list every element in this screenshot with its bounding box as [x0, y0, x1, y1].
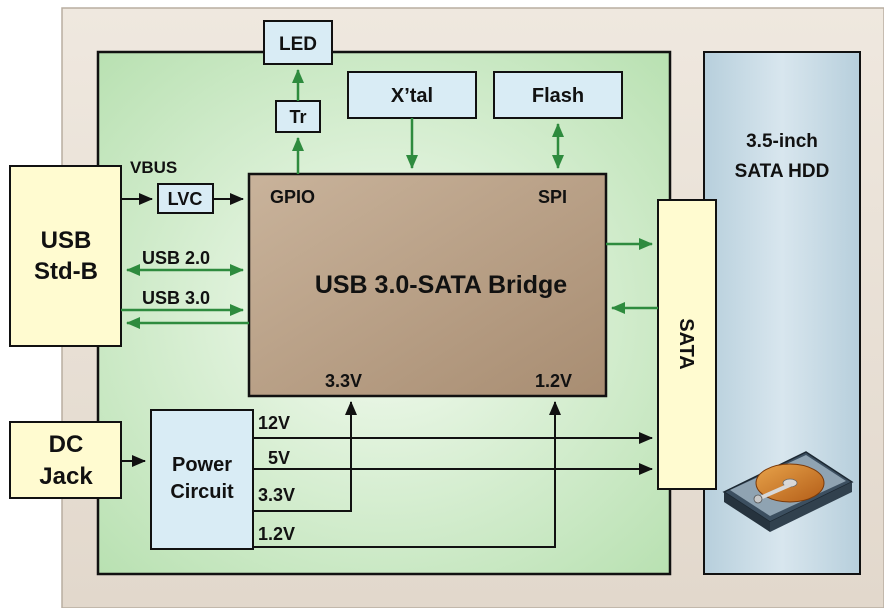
rail-3v3-line — [253, 401, 357, 512]
transistor-block: Tr — [275, 100, 321, 133]
dc-label-line1: DC — [49, 431, 84, 458]
signal-arrows — [121, 69, 658, 329]
dc-label-line2: Jack — [39, 463, 93, 490]
lvc-block: LVC — [157, 183, 214, 214]
power-lines — [121, 193, 653, 548]
usb2-label: USB 2.0 — [142, 248, 210, 268]
crystal-block: X’tal — [347, 71, 477, 119]
transistor-label: Tr — [289, 107, 306, 127]
usb3-label: USB 3.0 — [142, 288, 210, 308]
rail-5v-label: 5V — [268, 448, 290, 468]
hard-drive-icon — [722, 451, 854, 532]
rail-12v-label: 12V — [258, 413, 290, 433]
sata-label: SATA — [675, 318, 697, 369]
led-label: LED — [279, 34, 317, 55]
hdd-label-line1: 3.5-inch — [746, 131, 818, 152]
usb-label-line1: USB — [41, 227, 92, 254]
bridge-3v3-label: 3.3V — [325, 371, 362, 391]
rail-1v2-label: 1.2V — [258, 524, 295, 544]
rail-1v2-line — [253, 401, 561, 548]
power-label-line1: Power — [172, 454, 232, 476]
led-block: LED — [263, 20, 333, 65]
power-label-line2: Circuit — [170, 481, 234, 503]
crystal-label: X’tal — [391, 85, 433, 107]
sata-connector-block: SATA — [657, 199, 717, 490]
bridge-1v2-label: 1.2V — [535, 371, 572, 391]
bridge-label: USB 3.0-SATA Bridge — [315, 271, 567, 299]
hdd-label-line2: SATA HDD — [735, 161, 830, 182]
hdd-panel: 3.5-inch SATA HDD — [703, 51, 861, 575]
power-circuit-block: Power Circuit — [150, 409, 254, 550]
vbus-label: VBUS — [130, 158, 177, 177]
usb-connector-block: USB Std-B — [9, 165, 122, 347]
bridge-chip: USB 3.0-SATA Bridge GPIO SPI 3.3V 1.2V — [247, 172, 608, 398]
spi-label: SPI — [538, 187, 567, 207]
flash-block: Flash — [493, 71, 623, 119]
usb-label-line2: Std-B — [34, 258, 98, 285]
dc-jack-block: DC Jack — [9, 421, 122, 499]
rail-3v3-label: 3.3V — [258, 485, 295, 505]
lvc-label: LVC — [168, 189, 203, 209]
gpio-label: GPIO — [270, 187, 315, 207]
flash-label: Flash — [532, 85, 584, 107]
